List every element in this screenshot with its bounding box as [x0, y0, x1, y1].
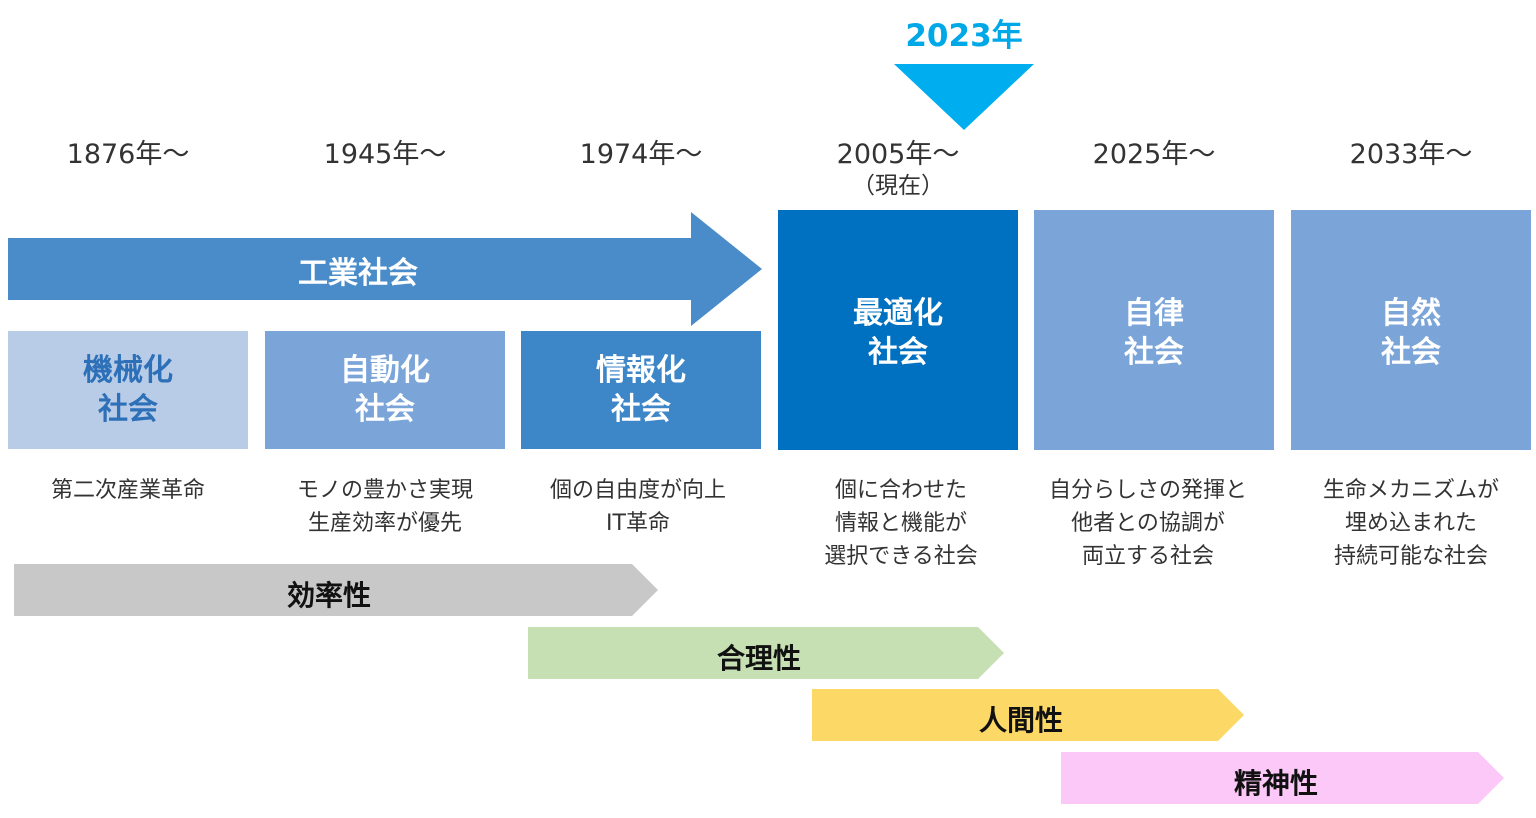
year-label-1974: 1974年～	[579, 139, 703, 170]
description-line: 他者との協調が	[1071, 511, 1225, 536]
current-year-marker-triangle	[894, 64, 1034, 130]
industrial-society-label: 工業社会	[298, 256, 418, 291]
value-arrow-efficiency	[14, 564, 658, 616]
description-nature: 生命メカニズムが 埋め込まれた 持続可能な社会	[1291, 474, 1531, 573]
description-autonomy: 自分らしさの発揮と 他者との協調が 両立する社会	[1028, 474, 1268, 573]
year-label-2033: 2033年～	[1349, 139, 1473, 170]
description-information: 個の自由度が向上 IT革命	[518, 474, 758, 540]
value-label-rationality: 合理性	[716, 642, 801, 675]
year-note-current: （現在）	[852, 173, 944, 199]
society-box-line2: 社会	[1381, 335, 1441, 370]
society-box-line1: 自然	[1381, 296, 1441, 331]
description-line: 生産効率が優先	[307, 511, 462, 536]
description-line: 個に合わせた	[834, 478, 967, 503]
description-line: 第二次産業革命	[50, 478, 205, 503]
value-arrow-humanity	[812, 689, 1244, 741]
description-line: 埋め込まれた	[1344, 511, 1477, 536]
year-label-1945: 1945年～	[323, 139, 447, 170]
society-box-line2: 社会	[868, 335, 928, 370]
description-line: 自分らしさの発揮と	[1048, 478, 1247, 503]
society-box-nature: 自然社会	[1291, 210, 1531, 450]
description-line: 生命メカニズムが	[1322, 478, 1499, 503]
value-label-humanity: 人間性	[978, 704, 1063, 737]
value-arrow-spirituality	[1061, 752, 1504, 804]
society-box-optimization: 最適化社会	[778, 210, 1018, 450]
society-box-autonomy: 自律社会	[1034, 210, 1274, 450]
society-box-line2: 社会	[1124, 335, 1184, 370]
era-box-automation: 自動化社会	[265, 331, 505, 449]
era-box-line2: 社会	[611, 392, 671, 427]
value-label-spirituality: 精神性	[1233, 767, 1318, 800]
description-line: 選択できる社会	[824, 544, 978, 569]
description-line: 情報と機能が	[834, 511, 967, 536]
value-arrows	[14, 564, 1504, 804]
description-mechanization: 第二次産業革命	[8, 474, 248, 507]
value-label-efficiency: 効率性	[286, 579, 371, 612]
era-box-information: 情報化社会	[521, 331, 761, 449]
era-box-line1: 情報化	[596, 353, 686, 388]
society-box-line1: 自律	[1124, 296, 1184, 331]
description-line: 両立する社会	[1081, 544, 1214, 569]
era-box-mechanization: 機械化社会	[8, 331, 248, 449]
era-box-line2: 社会	[98, 392, 158, 427]
year-label-1876: 1876年～	[66, 139, 190, 170]
value-arrow-rationality	[528, 627, 1004, 679]
society-box-line1: 最適化	[853, 296, 943, 331]
description-automation: モノの豊かさ実現 生産効率が優先	[265, 474, 505, 540]
year-label-2025: 2025年～	[1092, 139, 1216, 170]
era-box-line1: 自動化	[340, 353, 430, 388]
description-line: モノの豊かさ実現	[296, 478, 473, 503]
year-label-2005: 2005年～	[836, 139, 960, 170]
industrial-society-arrow	[8, 212, 762, 326]
current-year-marker-label: 2023年	[905, 18, 1023, 54]
era-box-line2: 社会	[355, 392, 415, 427]
description-line: 個の自由度が向上	[549, 478, 726, 503]
description-optimization: 個に合わせた 情報と機能が 選択できる社会	[781, 474, 1021, 573]
description-line: IT革命	[606, 511, 670, 536]
era-box-line1: 機械化	[83, 353, 173, 388]
description-line: 持続可能な社会	[1333, 544, 1488, 569]
